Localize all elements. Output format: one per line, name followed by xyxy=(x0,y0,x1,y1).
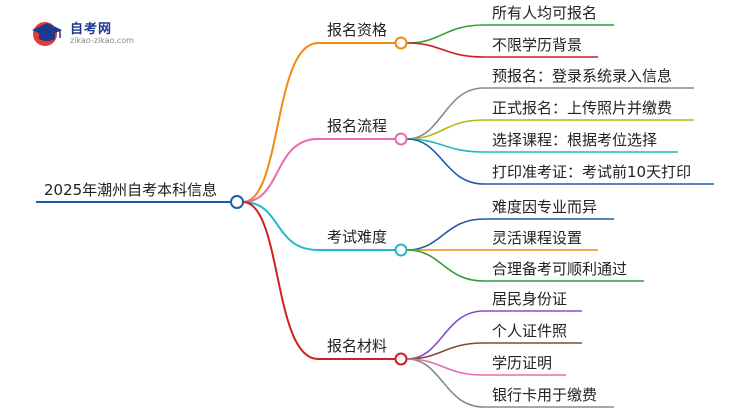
leaf-topic: 灵活课程设置 xyxy=(492,229,583,247)
leaf-topic: 正式报名：上传照片并缴费 xyxy=(492,99,673,117)
leaf-topic: 预报名：登录系统录入信息 xyxy=(492,67,673,85)
leaf-topic: 不限学历背景 xyxy=(492,36,583,54)
leaf-connector xyxy=(406,310,485,360)
leaf-connector xyxy=(406,42,485,58)
leaf-topic: 难度因专业而异 xyxy=(492,198,598,216)
branch-connector xyxy=(242,201,319,360)
logo-name: 自考网 xyxy=(70,22,113,37)
branch-node xyxy=(394,132,408,146)
leaf-topic: 打印准考证：考试前10天打印 xyxy=(492,163,692,181)
leaf-topic: 选择课程：根据考位选择 xyxy=(492,131,658,149)
branch-node xyxy=(394,352,408,366)
leaf-connector xyxy=(406,24,485,44)
branch-topic: 考试难度 xyxy=(327,228,388,246)
logo-url: zikao-zikao.com xyxy=(70,36,134,45)
leaf-connector xyxy=(406,138,485,185)
leaf-connector xyxy=(406,87,485,140)
leaf-connector xyxy=(406,358,485,408)
leaf-topic: 个人证件照 xyxy=(492,322,568,340)
leaf-topic: 所有人均可报名 xyxy=(492,4,598,22)
leaf-topic: 银行卡用于缴费 xyxy=(492,386,598,404)
branch-node xyxy=(394,36,408,50)
branch-connector xyxy=(242,42,319,203)
leaf-topic: 学历证明 xyxy=(492,354,553,372)
leaf-connector xyxy=(406,358,485,376)
branch-node xyxy=(394,243,408,257)
branch-connector xyxy=(242,201,319,251)
leaf-connector xyxy=(406,119,485,140)
root-node xyxy=(230,195,244,209)
graduation-cap-icon xyxy=(32,22,62,46)
root-topic: 2025年潮州自考本科信息 xyxy=(44,181,218,199)
site-logo: 自考网 zikao-zikao.com xyxy=(30,16,160,50)
leaf-connector xyxy=(406,249,485,282)
leaf-topic: 合理备考可顺利通过 xyxy=(492,260,628,278)
branch-topic: 报名资格 xyxy=(327,21,388,39)
branch-connector xyxy=(242,138,319,203)
leaf-connector xyxy=(406,138,485,153)
branch-topic: 报名材料 xyxy=(327,337,388,355)
leaf-topic: 居民身份证 xyxy=(492,290,568,308)
leaf-connector xyxy=(406,218,485,251)
branch-topic: 报名流程 xyxy=(327,117,388,135)
leaf-connector xyxy=(406,342,485,360)
